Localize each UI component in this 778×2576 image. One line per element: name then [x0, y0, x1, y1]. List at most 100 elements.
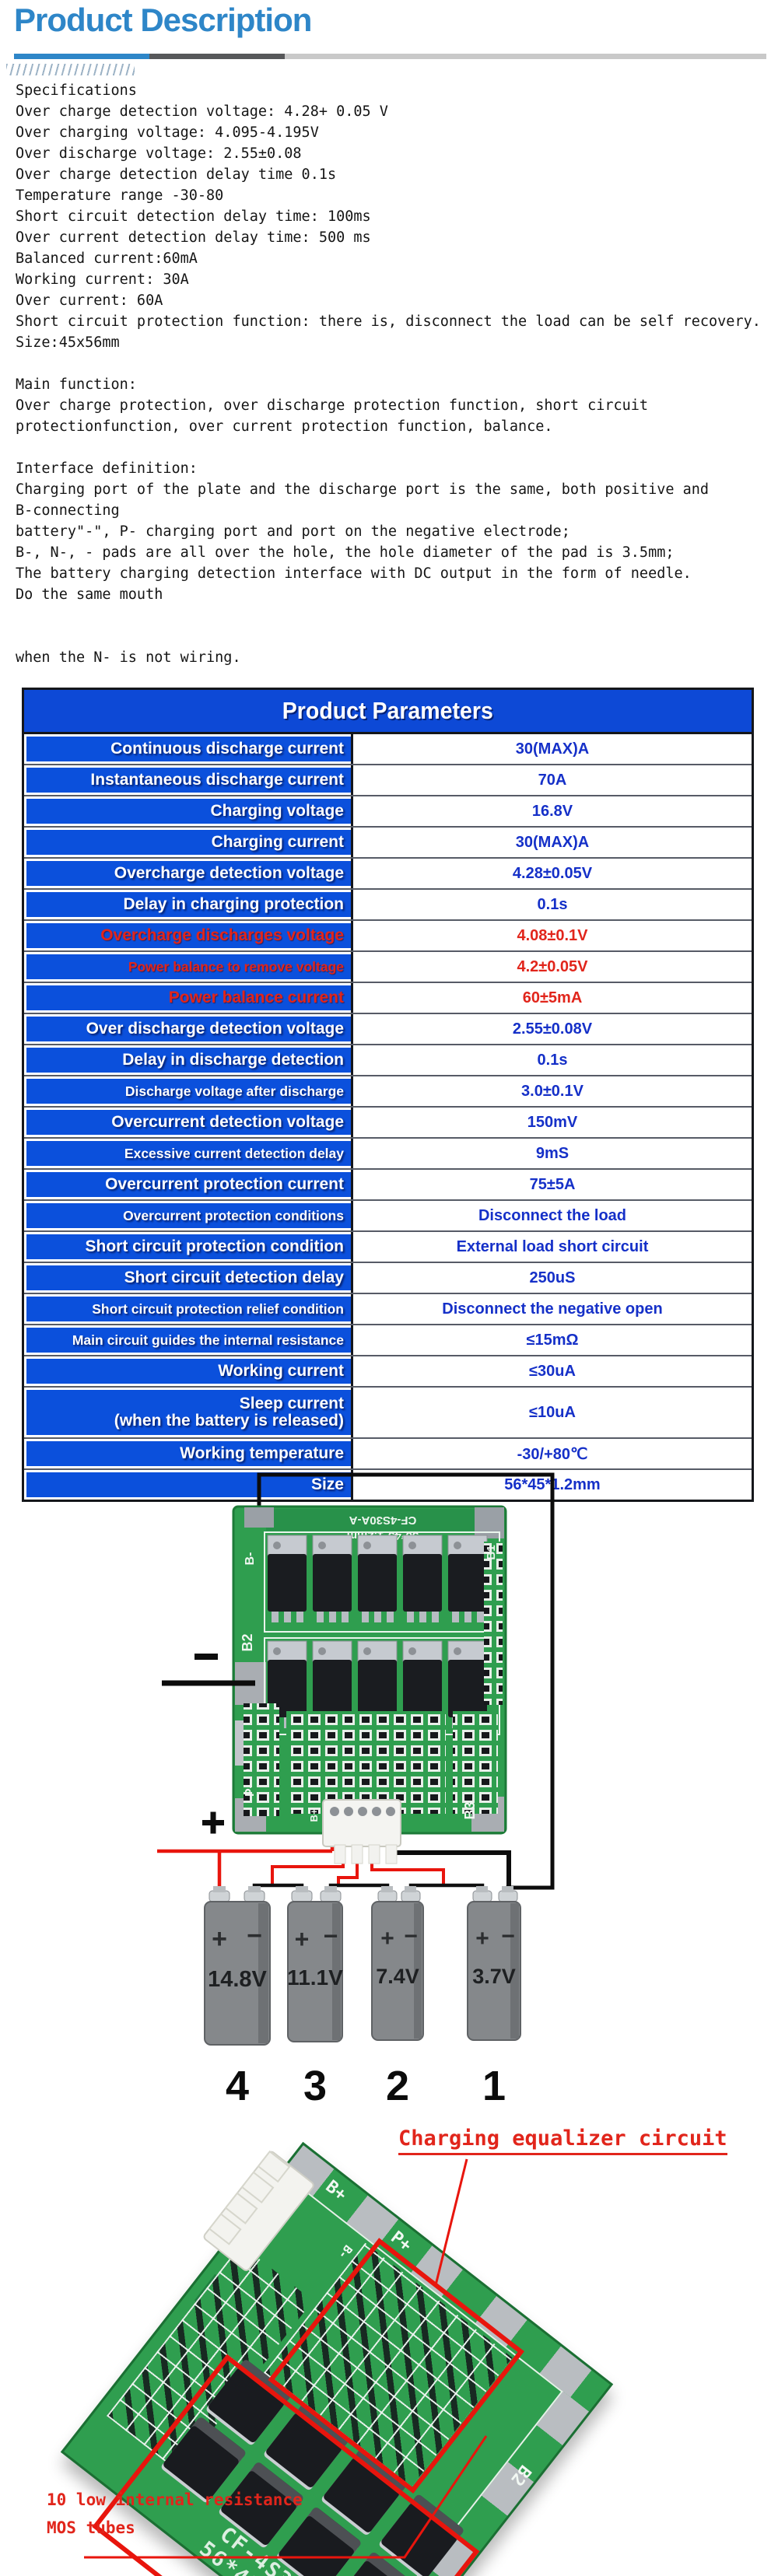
- resistor-bank: [244, 1703, 279, 1816]
- parameter-name: Delay in discharge detection: [24, 1045, 353, 1075]
- title-rule-dark: [149, 54, 285, 59]
- parameter-value: 0.1s: [353, 1045, 752, 1075]
- table-row: Delay in discharge detection 0.1s: [24, 1044, 752, 1075]
- battery-plus-mark: +: [295, 1925, 310, 1953]
- parameter-name: Delay in charging protection: [24, 890, 353, 919]
- table-row: Overcurrent detection voltage 150mV: [24, 1106, 752, 1137]
- table-row: Continuous discharge current 30(MAX)A: [24, 734, 752, 764]
- table-title: Product Parameters: [282, 697, 494, 724]
- battery-voltage: 3.7V: [472, 1965, 516, 1988]
- parameter-name: Short circuit protection relief conditio…: [24, 1294, 353, 1324]
- battery-minus-mark: −: [324, 1922, 338, 1950]
- parameter-name: Overcurrent detection voltage: [24, 1108, 353, 1137]
- parameter-value: 30(MAX)A: [353, 734, 752, 764]
- plus-sign: [202, 1811, 224, 1834]
- parameter-name: Power balance to remove voltage: [24, 952, 353, 982]
- board-label-b-minus: B-: [244, 1552, 257, 1566]
- battery-minus-mark: −: [501, 1923, 515, 1949]
- parameter-value: ≤30uA: [353, 1356, 752, 1386]
- parameter-name: Excessive current detection delay: [24, 1139, 353, 1168]
- parameter-value: 4.2±0.05V: [353, 952, 752, 982]
- plus-input-wire: [157, 1829, 335, 1888]
- table-row: Overcurrent protection conditions Discon…: [24, 1199, 752, 1230]
- parameter-value: 4.28±0.05V: [353, 859, 752, 888]
- parameter-name: Sleep current (when the battery is relea…: [24, 1388, 353, 1437]
- battery-plus-mark: +: [380, 1926, 394, 1951]
- battery-number: 4: [226, 2063, 249, 2108]
- table-row: Overcharge discharges voltage 4.08±0.1V: [24, 919, 752, 950]
- table-row: Power balance to remove voltage 4.2±0.05…: [24, 950, 752, 982]
- parameter-name: Size: [24, 1470, 353, 1500]
- annotation-leader-lines: [84, 2158, 488, 2559]
- battery-3: + − 11.1V 3: [287, 1886, 343, 2108]
- annotation-charging-equalizer: Charging equalizer circuit: [398, 2126, 727, 2155]
- parameter-name: Short circuit protection condition: [24, 1232, 353, 1262]
- balance-components: [286, 1711, 446, 1814]
- parameter-name: Over discharge detection voltage: [24, 1014, 353, 1044]
- table-row: Overcharge detection voltage 4.28±0.05V: [24, 857, 752, 888]
- battery-number: 2: [386, 2063, 409, 2108]
- parameter-name: Working temperature: [24, 1439, 353, 1468]
- parameter-value: 150mV: [353, 1108, 752, 1137]
- parameter-value: External load short circuit: [353, 1232, 752, 1262]
- mosfet-row-top: [267, 1535, 488, 1623]
- parameter-value: 16.8V: [353, 796, 752, 826]
- page-title: Product Description: [14, 2, 312, 38]
- parameter-value: 250uS: [353, 1263, 752, 1293]
- board-label-b2: B2: [240, 1633, 255, 1651]
- board-label-b1: B1: [485, 1545, 498, 1559]
- parameter-value: 4.08±0.1V: [353, 921, 752, 950]
- table-row: Short circuit protection condition Exter…: [24, 1230, 752, 1262]
- balance-wires: [271, 1862, 445, 1887]
- smd-strip: [484, 1542, 503, 1705]
- table-row: Short circuit protection relief conditio…: [24, 1293, 752, 1324]
- battery-minus-mark: −: [404, 1923, 418, 1949]
- hatch-decoration: [6, 64, 135, 75]
- battery-voltage: 11.1V: [287, 1965, 343, 1990]
- jst-connector: [322, 1799, 401, 1864]
- parameter-value: 0.1s: [353, 890, 752, 919]
- table-row: Working temperature -30/+80℃: [24, 1437, 752, 1468]
- battery-4: + − 14.8V 4: [204, 1886, 271, 2108]
- table-row: Overcurrent protection current 75±5A: [24, 1168, 752, 1199]
- battery-voltage: 14.8V: [208, 1967, 267, 1992]
- board-label-b3: B3: [462, 1801, 478, 1819]
- parameter-name: Overcurrent protection conditions: [24, 1201, 353, 1230]
- parameter-name: Discharge voltage after discharge: [24, 1076, 353, 1106]
- wiring-diagram: 56*45*1.2mm CF-4S30A-A B- B2 B1 P- B+: [157, 1472, 555, 2108]
- board-label-p-minus: P-: [244, 1784, 257, 1797]
- table-row: Delay in charging protection 0.1s: [24, 888, 752, 919]
- battery-number: 1: [482, 2063, 506, 2108]
- parameters-table: Product Parameters Continuous discharge …: [22, 688, 754, 1502]
- series-jumpers: [252, 1883, 485, 1893]
- parameter-value: 75±5A: [353, 1170, 752, 1199]
- specifications-text: Specifications Over charge detection vol…: [16, 82, 761, 666]
- parameter-value: 30(MAX)A: [353, 828, 752, 857]
- parameter-name: Working current: [24, 1356, 353, 1386]
- table-row: Charging voltage 16.8V: [24, 795, 752, 826]
- table-row: Charging current 30(MAX)A: [24, 826, 752, 857]
- parameter-name: Overcharge detection voltage: [24, 859, 353, 888]
- parameter-value: 60±5mA: [353, 983, 752, 1013]
- parameter-value: 3.0±0.1V: [353, 1076, 752, 1106]
- bms-board: 56*45*1.2mm CF-4S30A-A B- B2 B1 P- B+: [232, 1505, 507, 1835]
- parameter-value: 2.55±0.08V: [353, 1014, 752, 1044]
- parameter-value: -30/+80℃: [353, 1439, 752, 1468]
- parameter-value: ≤15mΩ: [353, 1325, 752, 1355]
- table-row: Excessive current detection delay 9mS: [24, 1137, 752, 1168]
- parameter-name: Continuous discharge current: [24, 734, 353, 764]
- battery-minus-mark: −: [247, 1921, 262, 1951]
- parameters-table-body: Continuous discharge current 30(MAX)A In…: [24, 734, 752, 1500]
- parameter-name: Instantaneous discharge current: [24, 765, 353, 795]
- battery-voltage: 7.4V: [376, 1965, 419, 1988]
- battery-plus-mark: +: [212, 1924, 227, 1954]
- parameter-name: Short circuit detection delay: [24, 1263, 353, 1293]
- table-row: Discharge voltage after discharge 3.0±0.…: [24, 1075, 752, 1106]
- parameter-value: Disconnect the load: [353, 1201, 752, 1230]
- svg-text:CF-4S30A-A: CF-4S30A-A: [349, 1514, 416, 1527]
- table-row: Over discharge detection voltage 2.55±0.…: [24, 1013, 752, 1044]
- parameter-name: Charging voltage: [24, 796, 353, 826]
- parameter-name: Charging current: [24, 828, 353, 857]
- table-row: Power balance current 60±5mA: [24, 982, 752, 1013]
- table-title-bar: Product Parameters: [24, 690, 752, 734]
